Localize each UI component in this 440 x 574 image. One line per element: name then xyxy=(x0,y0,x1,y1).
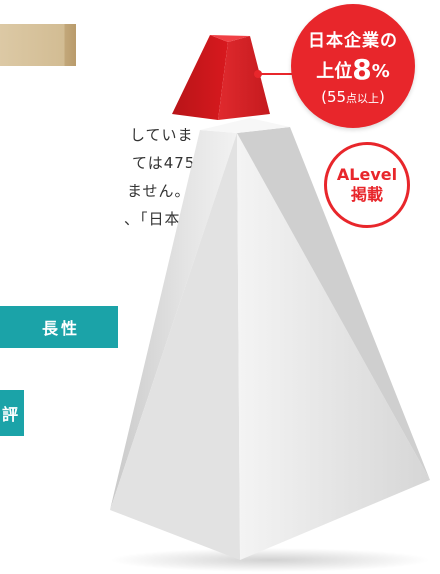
badge-percent-number: 8 xyxy=(352,53,372,86)
pyramid-left-face xyxy=(110,130,237,510)
tan-banner-image xyxy=(0,24,76,66)
badge-title: 日本企業の xyxy=(308,31,398,51)
teal-label-evaluation-text: 評 xyxy=(2,405,22,424)
badge-score-open: ( xyxy=(321,88,327,106)
badge-connector-line xyxy=(257,73,293,75)
badge-percent-prefix: 上位 xyxy=(316,61,353,82)
red-tip-right xyxy=(218,36,270,120)
pyramid-right-face xyxy=(237,133,430,560)
teal-label-growth-text: 長性 xyxy=(41,319,80,338)
badge-score: (55点以上) xyxy=(321,88,385,106)
pyramid-top-cap xyxy=(200,118,290,133)
red-tip-left xyxy=(172,35,228,120)
badge-connector-dot xyxy=(254,70,262,78)
teal-label-growth: 長性 xyxy=(0,306,118,348)
badge-score-unit: 点以上 xyxy=(346,92,380,105)
badge-score-close: ) xyxy=(379,88,385,106)
teal-label-evaluation: 評 xyxy=(0,390,24,436)
badge-score-number: 55 xyxy=(326,88,347,106)
alevel-badge-line2: 掲載 xyxy=(350,185,383,204)
pyramid-front-left-face xyxy=(110,133,240,560)
badge-percent-sign: % xyxy=(371,61,390,82)
badge-percent: 上位8% xyxy=(316,53,390,86)
top-percentile-badge: 日本企業の 上位8% (55点以上) xyxy=(291,4,415,128)
pyramid-back-right-face xyxy=(237,127,430,480)
red-tip-top xyxy=(210,35,250,42)
alevel-badge-line1: ALevel xyxy=(336,165,398,184)
alevel-badge: ALevel 掲載 xyxy=(324,142,410,228)
pyramid-shadow xyxy=(110,548,430,572)
